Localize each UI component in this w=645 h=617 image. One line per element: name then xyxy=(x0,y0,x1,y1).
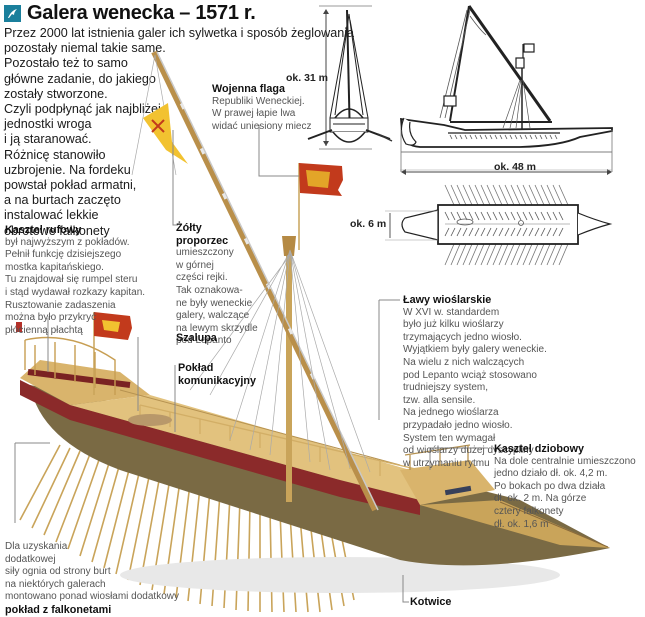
callout-line: dł. ok. 2 m. Na górze xyxy=(494,493,587,505)
callout-line: dodatkowej xyxy=(5,553,56,565)
callout-line: płócienną płachtą xyxy=(5,324,83,336)
intro-line: główne zadanie, do jakiego xyxy=(4,71,156,86)
callout-line: Republiki Weneckiej. xyxy=(212,95,305,107)
intro-line: Przez 2000 lat istnienia galer ich sylwe… xyxy=(4,26,355,40)
callout-title: pokład z falkonetami xyxy=(5,603,112,616)
callout-line: pod Lepanto wciąż stosowano xyxy=(403,369,537,381)
callout-line: Po bokach po dwa działa xyxy=(494,480,606,492)
width-dimension-label: ok. 6 m xyxy=(350,218,387,230)
intro-line: powstał pokład armatni, xyxy=(4,178,137,193)
callout-title: komunikacyjny xyxy=(178,374,257,387)
callout-title: Ławy wioślarskie xyxy=(403,294,492,306)
callout-line: Na wielu z nich walczących xyxy=(403,356,525,368)
intro-line: zostały stworzone. xyxy=(4,86,108,101)
intro-line: pozostały niemal takie same. xyxy=(4,41,166,56)
callout-line: na lewym skrzydle xyxy=(176,322,258,334)
callout-title: Kasztel rufowy xyxy=(5,224,82,236)
callout-line: W prawej łapie lwa xyxy=(212,108,296,120)
intro-line: Różnicę stanowiło xyxy=(4,147,106,162)
callout-line: na niektórych galerach xyxy=(5,578,106,590)
callout-line: mostka kapitańskiego. xyxy=(5,261,104,273)
callout-line: w górnej xyxy=(176,259,214,271)
callout-line: Tak oznakowa- xyxy=(176,284,243,296)
intro-line: jednostki wroga xyxy=(4,117,92,132)
intro-line: Czyli podpłynąć jak najbliżej xyxy=(4,102,161,117)
callout-title: Kasztel dziobowy xyxy=(494,443,584,455)
callout-line: Wyjątkiem były galery weneckie. xyxy=(403,344,547,356)
intro-line: Pozostało też to samo xyxy=(4,56,128,71)
callout-line: W XVI w. standardem xyxy=(403,306,500,318)
callout-line: części rejki. xyxy=(176,272,228,284)
intro-line: i ją staranować. xyxy=(4,132,92,147)
callout-line: jedno działo dł. ok. 4,2 m. xyxy=(494,468,608,480)
header: Galera wenecka – 1571 r. xyxy=(4,2,256,25)
callout-bow-castle: Kasztel dziobowy Na dole centralnie umie… xyxy=(494,443,636,531)
callout-line: i stąd wydawał rozkazy kapitan. xyxy=(5,286,146,298)
callout-line: ne były weneckie xyxy=(176,297,253,309)
callout-line: siły ognia od strony burt xyxy=(5,566,111,578)
callout-gangway-deck: Pokład komunikacyjny xyxy=(178,362,256,387)
callout-line: widać uniesiony miecz xyxy=(212,120,312,132)
callout-line: można było przykryć xyxy=(5,312,97,324)
callout-line: było już kilku wioślarzy xyxy=(403,319,504,331)
callout-line: Rusztowanie zadaszenia xyxy=(5,299,116,311)
length-dimension-label: ok. 48 m xyxy=(494,161,537,173)
callout-line: Pełnił funkcję dzisiejszego xyxy=(5,249,122,261)
intro-text: Przez 2000 lat istnienia galer ich sylwe… xyxy=(4,26,354,239)
callout-title: Wojenna flaga xyxy=(212,83,285,95)
callout-line: od wioślarzy dużej dyscypliny xyxy=(403,445,534,457)
intro-line: a na burtach zaczęto xyxy=(4,193,121,208)
callout-line: cztery falkonety xyxy=(494,505,564,517)
callout-yellow-pennant: Żółty proporzec umieszczony w górnej czę… xyxy=(176,222,258,348)
callout-line: umieszczony xyxy=(176,247,234,259)
callout-line: System ten wymagał xyxy=(403,432,496,444)
callout-rowing-benches: Ławy wioślarskie W XVI w. standardem był… xyxy=(403,294,547,470)
callout-shallop: Szalupa xyxy=(176,332,217,344)
callout-line: trudniejszy system, xyxy=(403,382,489,394)
callout-line: dł. ok. 1,6 m xyxy=(494,518,549,530)
callout-falconet-deck: Dla uzyskania dodatkowej siły ognia od s… xyxy=(5,541,179,617)
callout-line: był najwyższym z pokładów. xyxy=(5,236,130,248)
callout-line: w utrzymaniu rytmu xyxy=(403,457,490,469)
callout-line: montowano ponad wiosłami dodatkowy xyxy=(5,591,179,603)
intro-line: uzbrojenie. Na fordeku xyxy=(4,162,131,177)
page-title: Galera wenecka – 1571 r. xyxy=(27,2,256,24)
intro-line: instalować lekkie xyxy=(4,208,99,223)
callout-line: przypadało jedno wiosło. xyxy=(403,419,513,431)
callout-line: Na dole centralnie umieszczono xyxy=(494,455,636,467)
side-view-drawing xyxy=(377,5,613,175)
callout-title: Żółty xyxy=(176,222,202,234)
callout-line: galery, walczące xyxy=(176,310,250,322)
callout-war-flag: Wojenna flaga Republiki Weneckiej. W pra… xyxy=(212,83,312,133)
dolphin-logo-icon xyxy=(4,5,21,22)
callout-line: Dla uzyskania xyxy=(5,541,68,552)
callout-line: pod Lepanto xyxy=(176,335,232,347)
callout-line: Tu znajdował się rumpel steru xyxy=(5,274,138,286)
height-dimension-label: ok. 31 m xyxy=(286,72,329,84)
intro-line: obrotowe falkonety xyxy=(4,223,110,238)
callout-line: tzw. alla sensile. xyxy=(403,394,476,406)
callout-title: Pokład xyxy=(178,362,214,374)
callout-title: proporzec xyxy=(176,234,229,247)
top-view-drawing xyxy=(385,169,613,266)
callout-stern-castle: Kasztel rufowy był najwyższym z pokładów… xyxy=(5,224,145,337)
callout-anchors: Kotwice xyxy=(410,596,452,608)
callout-line: Na jednego wioślarza xyxy=(403,407,499,419)
callout-line: trzymających jedno wiosło. xyxy=(403,331,522,343)
